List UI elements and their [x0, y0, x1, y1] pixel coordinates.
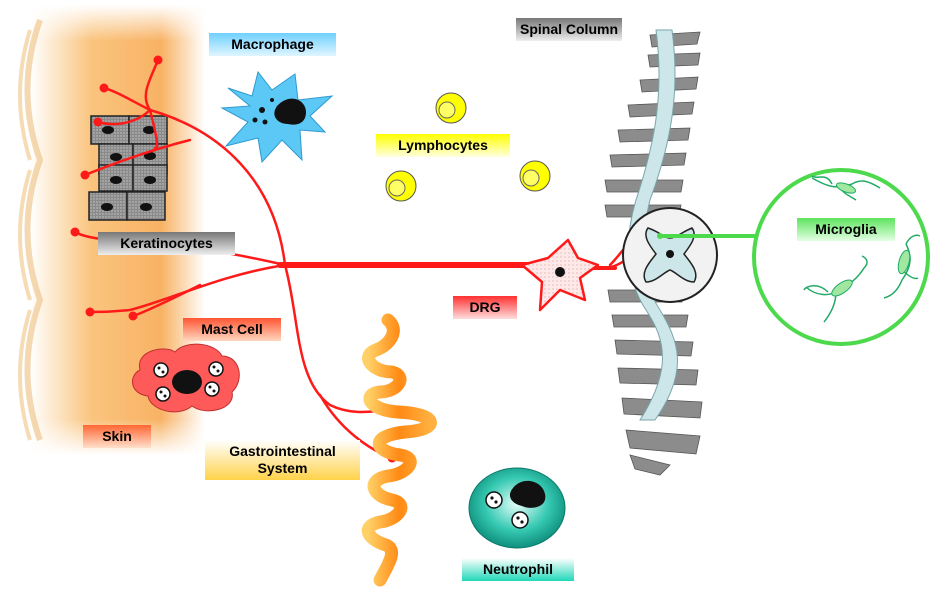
mast-cell-label: Mast Cell	[183, 318, 281, 341]
skin-label: Skin	[83, 425, 151, 448]
neutrophil-cell	[469, 468, 565, 548]
macrophage-label: Macrophage	[209, 33, 336, 56]
microglia-magnified-view	[754, 170, 928, 344]
spinal-cord-cross-section	[623, 208, 717, 302]
drg-label: DRG	[453, 296, 517, 319]
neutrophil-label: Neutrophil	[462, 558, 574, 581]
lymphocytes-label: Lymphocytes	[376, 134, 510, 157]
gastrointestinal-tract	[368, 320, 430, 580]
microglia-label: Microglia	[797, 218, 895, 241]
drg-neuron	[522, 240, 598, 310]
gastrointestinal-system-label: Gastrointestinal System	[205, 440, 360, 480]
spinal-column-label: Spinal Column	[516, 18, 622, 41]
macrophage-cell	[222, 72, 332, 162]
keratinocytes-label: Keratinocytes	[98, 232, 235, 255]
